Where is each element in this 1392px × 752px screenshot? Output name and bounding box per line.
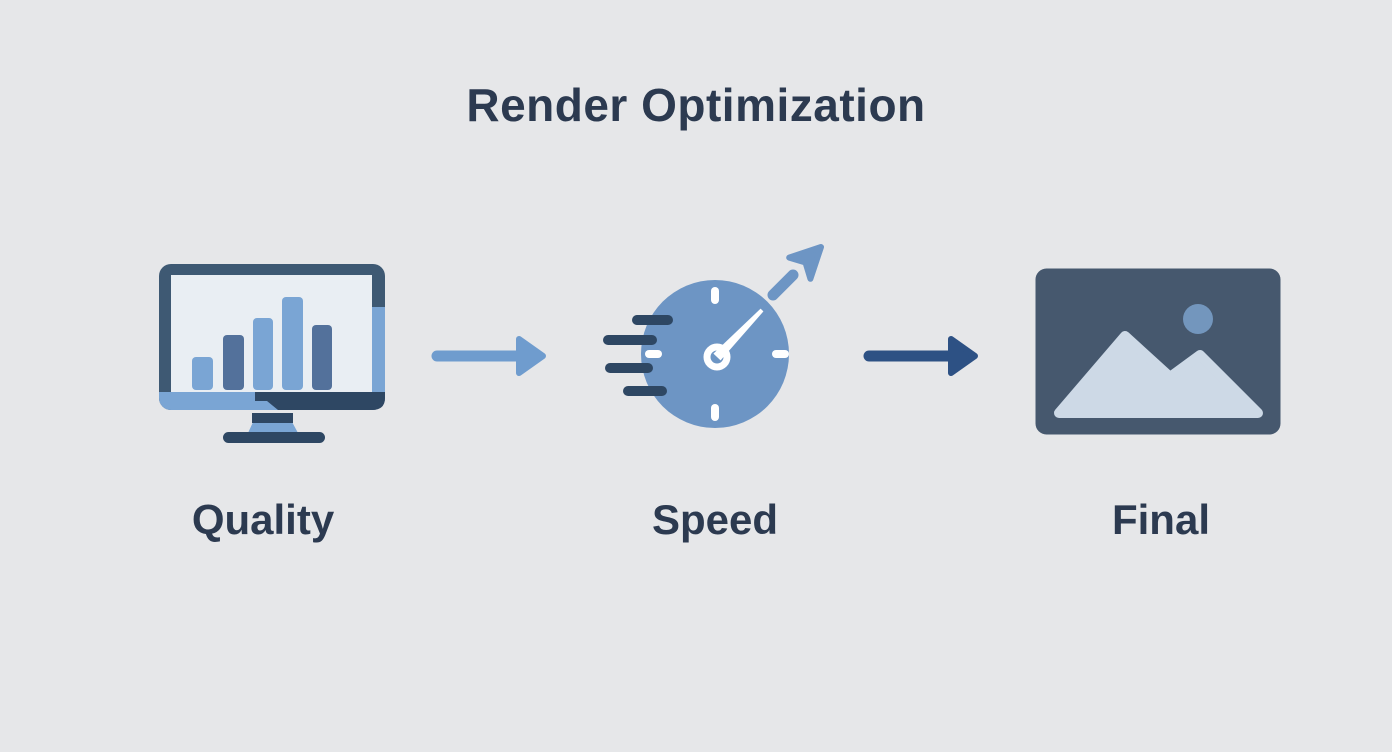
sun-icon (1183, 304, 1213, 334)
stage-label-final: Final (1111, 496, 1210, 543)
mountains-shape (1054, 331, 1263, 418)
stage-label-quality: Quality (191, 496, 335, 543)
arrow-right-icon (863, 336, 978, 376)
arrow-right-icon (431, 336, 546, 376)
monitor-bar-chart-icon (159, 264, 385, 443)
stage-label-speed: Speed (651, 496, 779, 543)
image-icon (1035, 268, 1281, 435)
diagram-title: Render Optimization (466, 79, 926, 131)
speedometer-icon (603, 244, 824, 428)
